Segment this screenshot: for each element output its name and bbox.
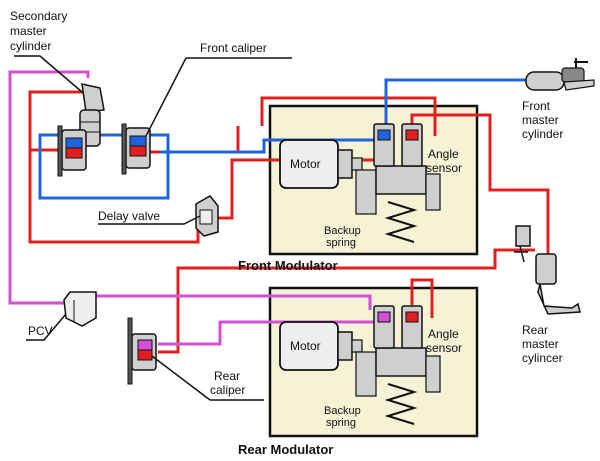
front-master-cylinder-label-2: master [522, 113, 559, 127]
pcv-label: PCV [28, 324, 53, 338]
rear-angle-sensor-label-2: sensor [426, 341, 462, 355]
front-angle-sensor-label-1: Angle [428, 147, 459, 161]
front-master-cylinder-label-1: Front [522, 99, 551, 113]
secondary-master-cylinder-label-3: cylinder [10, 39, 51, 53]
front-master-cylinder-part [525, 58, 595, 91]
rear-caliper-label-2: caliper [210, 383, 245, 397]
rear-motor-label: Motor [290, 339, 321, 353]
rear-master-cylinder-label-2: master [522, 337, 559, 351]
front-backup-spring-label-2: spring [326, 237, 356, 249]
rear-master-cylinder-part [515, 225, 581, 315]
rear-master-cylinder-label-3: cylincer [522, 351, 563, 365]
rear-caliper-label-1: Rear [214, 369, 240, 383]
front-angle-sensor-label-2: sensor [426, 161, 462, 175]
delay-valve-label: Delay valve [98, 209, 160, 223]
rear-master-cylinder-label-1: Rear [522, 323, 548, 337]
front-modulator-internals [279, 123, 441, 243]
rear-backup-spring-label-2: spring [326, 417, 356, 429]
rear-angle-sensor-label-1: Angle [428, 327, 459, 341]
pcv-part [63, 291, 97, 327]
rear-caliper-part [127, 317, 157, 385]
front-backup-spring-label-1: Backup [324, 225, 361, 237]
front-caliper-label: Front caliper [200, 41, 267, 55]
rear-modulator-title: Rear Modulator [238, 442, 333, 457]
front-motor-label: Motor [290, 157, 321, 171]
rear-modulator-internals [279, 305, 441, 425]
front-master-cylinder-label-3: cylinder [522, 127, 563, 141]
delay-valve-part [195, 195, 219, 237]
secondary-master-cylinder-label-1: Secondary [10, 9, 67, 23]
front-caliper-right [121, 123, 151, 175]
secondary-master-cylinder-label-2: master [10, 24, 47, 38]
rear-backup-spring-label-1: Backup [324, 405, 361, 417]
front-caliper-left [57, 125, 87, 177]
front-modulator-title: Front Modulator [238, 258, 338, 273]
leader-lines [14, 55, 528, 401]
